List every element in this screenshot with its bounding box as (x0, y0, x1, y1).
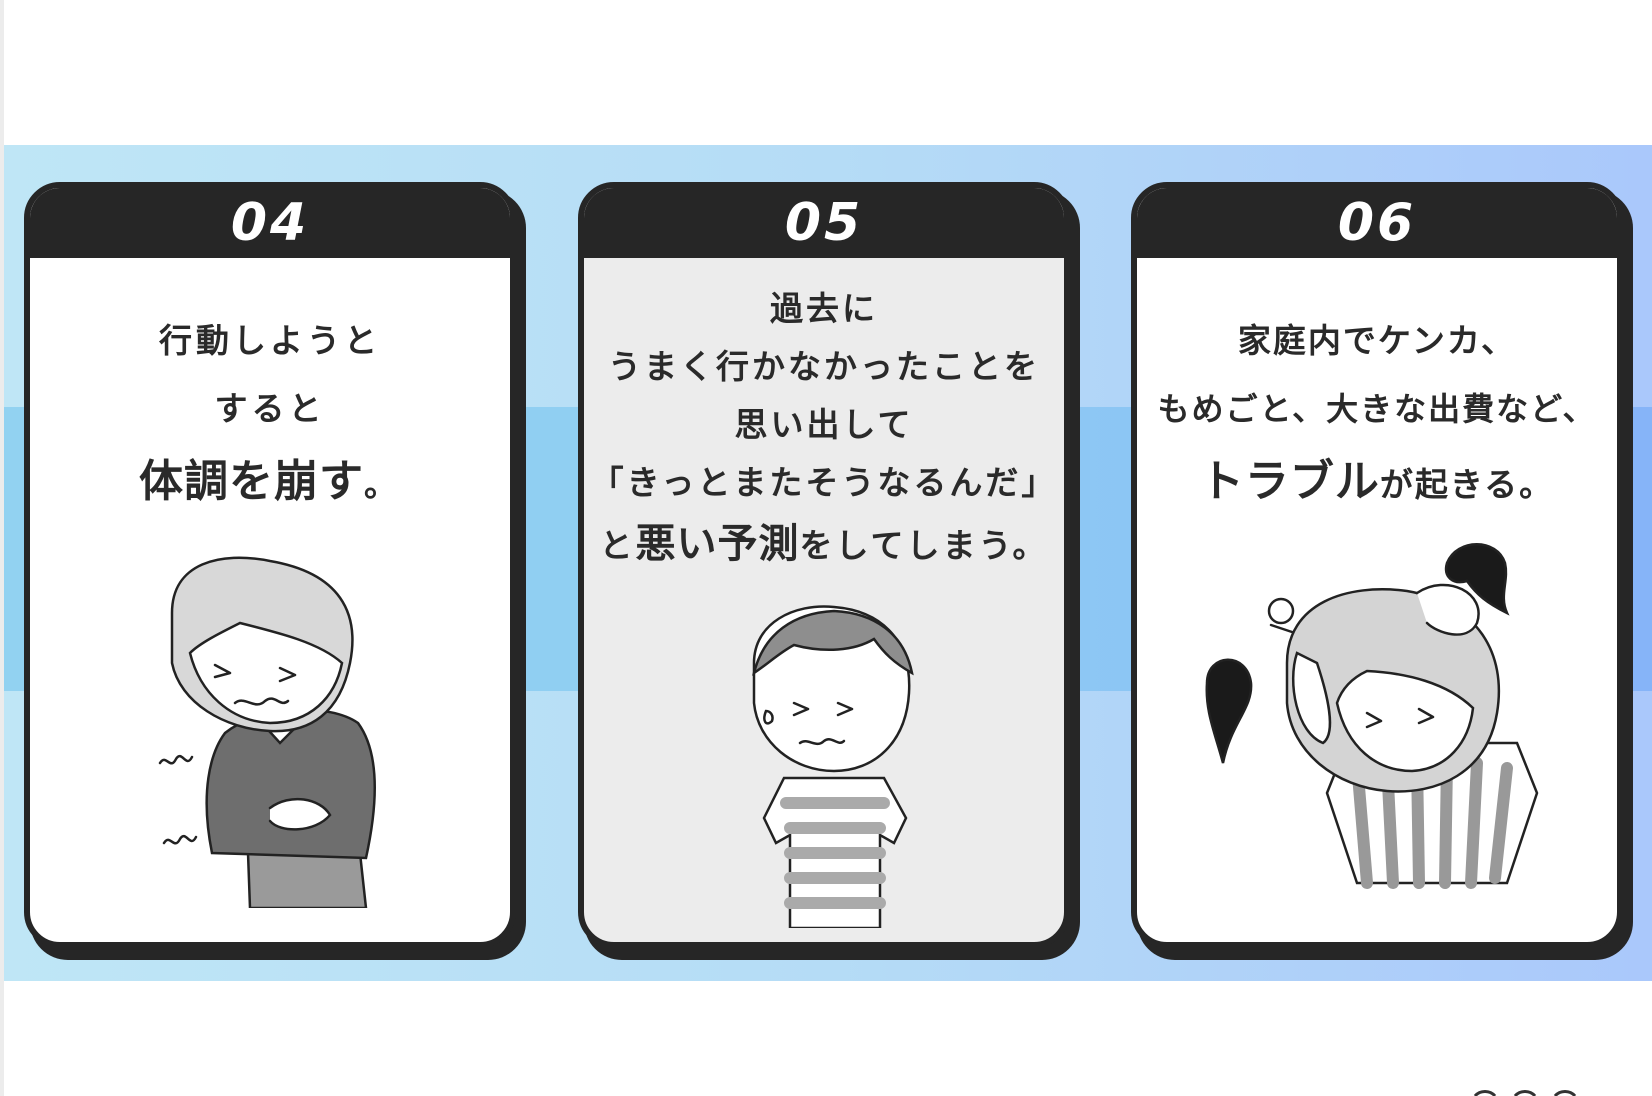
card-number: 05 (584, 188, 1064, 258)
caption-emphasis: 悪い予測 (635, 521, 800, 567)
caption-tail: が起きる。 (1379, 465, 1555, 504)
sick-woman-illustration (158, 556, 377, 908)
left-edge (0, 0, 4, 1096)
caption-line: もめごと、大きな出費など、 (1157, 390, 1597, 428)
caption-line: すると (214, 389, 326, 428)
caption-line: 「きっとまたそうなるんだ」 (590, 463, 1058, 502)
card-06: 06 家庭内でケンカ、 もめごと、大きな出費など、 トラブルが起きる。 (1131, 182, 1633, 960)
caption-line: 行動しようと (159, 321, 381, 360)
card-number: 06 (1137, 188, 1617, 258)
card-caption: 行動しようと すると 体調を崩す。 (30, 306, 510, 531)
caption-line: 家庭内でケンカ、 (1237, 321, 1517, 360)
card-body: 05 過去に うまく行かなかったことを 思い出して 「きっとまたそうなるんだ」 … (578, 182, 1070, 948)
caption-emphasis-line: トラブルが起きる。 (1137, 442, 1617, 531)
caption-emphasis-line: 体調を崩す。 (30, 442, 510, 531)
caption-emphasis: トラブル (1199, 456, 1380, 507)
page-footer-mark (1473, 1090, 1577, 1096)
caption-tail: 。 (364, 465, 401, 504)
caption-line: 過去に (770, 289, 878, 328)
card-number: 04 (30, 188, 510, 258)
troubled-woman-illustration (1205, 543, 1539, 889)
caption-emphasis-line: と悪い予測をしてしまう。 (584, 512, 1064, 584)
card-04: 04 行動しようと すると 体調を崩す。 (24, 182, 526, 960)
card-caption: 過去に うまく行かなかったことを 思い出して 「きっとまたそうなるんだ」 と悪い… (584, 280, 1064, 584)
caption-line: うまく行かなかったことを (608, 347, 1040, 386)
card-body: 06 家庭内でケンカ、 もめごと、大きな出費など、 トラブルが起きる。 (1131, 182, 1623, 948)
card-05: 05 過去に うまく行かなかったことを 思い出して 「きっとまたそうなるんだ」 … (578, 182, 1080, 960)
worried-boy-illustration (752, 605, 914, 928)
card-caption: 家庭内でケンカ、 もめごと、大きな出費など、 トラブルが起きる。 (1137, 306, 1617, 531)
caption-emphasis: 体調を崩す (139, 456, 364, 507)
caption-suffix: をしてしまう。 (799, 526, 1049, 565)
card-body: 04 行動しようと すると 体調を崩す。 (24, 182, 516, 948)
caption-prefix: と (599, 526, 636, 565)
caption-line: 思い出して (734, 405, 914, 444)
